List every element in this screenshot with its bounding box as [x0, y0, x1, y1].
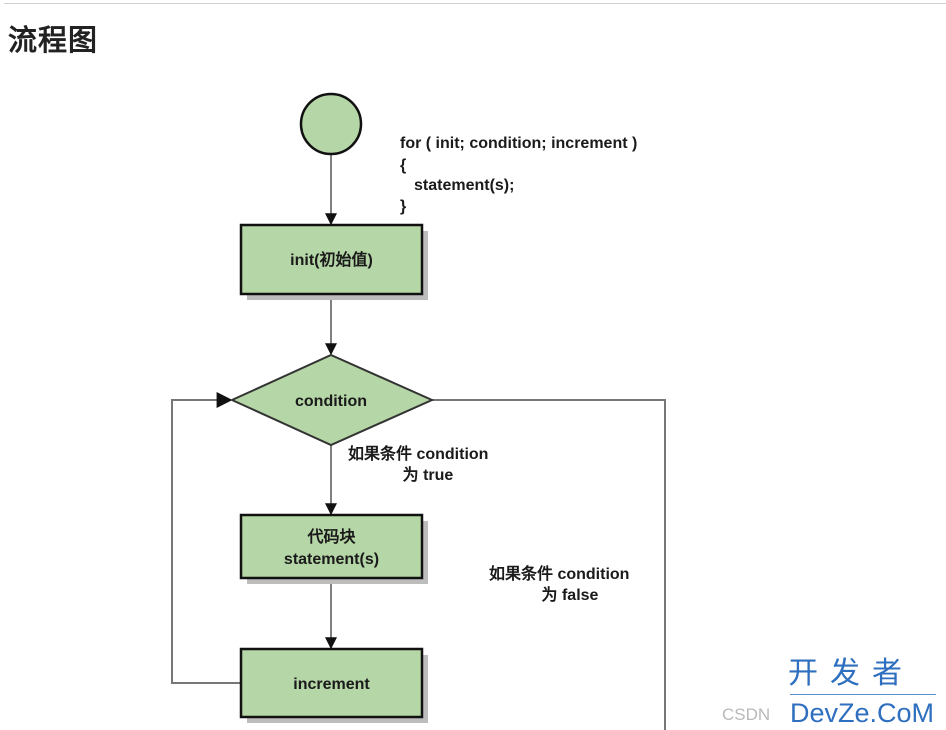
statement-node-label-en: statement(s) — [284, 551, 379, 568]
condition-node — [229, 353, 435, 447]
false-label-line-1: 如果条件 condition — [489, 564, 629, 583]
condition-node-label: condition — [295, 393, 367, 410]
statement-node — [239, 513, 424, 580]
top-divider — [4, 3, 946, 4]
watermark-devze: DevZe.CoM — [790, 698, 935, 728]
watermark-csdn: CSDN — [722, 705, 771, 724]
increment-node — [239, 647, 424, 719]
init-node-label: init(初始值) — [290, 250, 373, 269]
code-line-1: for ( init; condition; increment ) — [400, 135, 637, 152]
code-line-4: } — [400, 198, 406, 215]
false-label-line-2: 为 false — [542, 585, 599, 604]
edge-increment-loop-back — [171, 392, 241, 684]
edge-condition-false-exit — [432, 399, 666, 730]
start-node — [299, 92, 363, 156]
page-title: 流程图 — [8, 23, 99, 57]
watermark-chinese: 开发者 — [788, 656, 914, 691]
code-line-3: statement(s); — [414, 177, 514, 194]
increment-node-label: increment — [293, 676, 370, 693]
init-node — [239, 223, 424, 296]
statement-node-label-cn: 代码块 — [306, 527, 356, 546]
watermark-underline — [790, 694, 936, 695]
true-label-line-2: 为 true — [403, 465, 454, 484]
code-line-2: { — [400, 157, 406, 174]
true-label-line-1: 如果条件 condition — [348, 444, 488, 463]
